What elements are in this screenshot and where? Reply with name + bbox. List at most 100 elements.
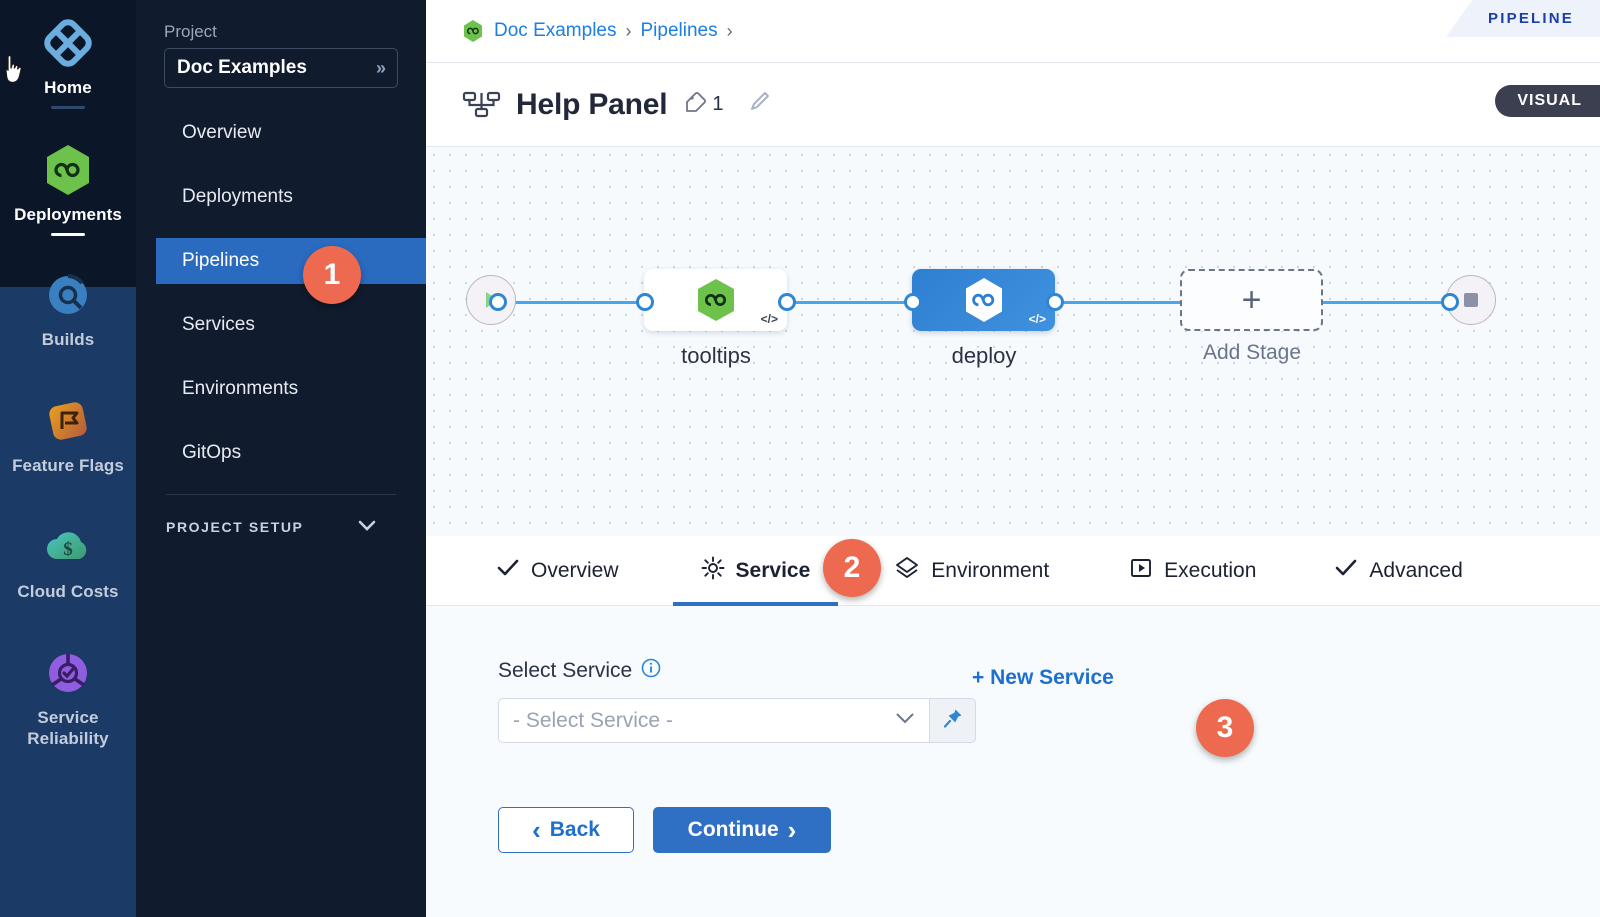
rail-item-service-reliability[interactable]: Service Reliability <box>0 602 136 749</box>
cloud-costs-icon: $ <box>41 520 95 574</box>
sidebar-item-label: Overview <box>182 122 262 143</box>
select-service-dropdown[interactable]: - Select Service - <box>498 698 930 743</box>
rail-lower-background <box>0 287 136 917</box>
connector-wire <box>784 301 916 304</box>
tab-advanced[interactable]: Advanced <box>1334 536 1463 606</box>
select-service-label: Select Service <box>498 659 633 682</box>
module-rail: Home Deployments Build <box>0 0 136 917</box>
continue-button[interactable]: Continue › <box>653 807 831 853</box>
pipeline-studio-tab-label: PIPELINE <box>1488 10 1574 27</box>
select-service-label-row: Select Service <box>498 658 1600 684</box>
tab-service[interactable]: Service <box>672 536 838 606</box>
gear-icon <box>701 556 725 586</box>
breadcrumb-item-doc-examples[interactable]: Doc Examples <box>494 20 617 41</box>
code-view-icon[interactable]: </> <box>760 312 778 326</box>
pin-icon <box>942 707 964 734</box>
sidebar-item-label: Pipelines <box>182 250 260 271</box>
pipeline-end-node[interactable] <box>1446 275 1496 325</box>
sidebar-item-label: Deployments <box>182 186 293 207</box>
connector-port[interactable] <box>1441 293 1459 311</box>
rail-item-label: Builds <box>41 330 95 349</box>
tab-label: Execution <box>1164 558 1257 582</box>
tab-label: Advanced <box>1369 558 1463 582</box>
page-title: Help Panel <box>516 87 668 121</box>
info-icon[interactable] <box>641 658 661 684</box>
sidebar-item-services[interactable]: Services <box>136 302 426 348</box>
sidebar-item-deployments[interactable]: Deployments <box>136 174 426 220</box>
rail-item-deployments[interactable]: Deployments <box>0 109 136 236</box>
chevron-down-icon <box>895 712 915 730</box>
plus-icon: + <box>1241 280 1262 319</box>
tab-overview[interactable]: Overview <box>496 536 619 606</box>
sidebar-item-environments[interactable]: Environments <box>136 366 426 412</box>
main-content: Doc Examples › Pipelines › PIPELINE Hel <box>426 0 1600 917</box>
pipeline-canvas[interactable]: </> tooltips </> deploy + Add Stage <box>426 146 1600 536</box>
add-stage-label: Add Stage <box>1202 341 1302 364</box>
rail-item-label: Home <box>44 78 92 97</box>
tab-label: Overview <box>531 558 619 582</box>
edit-pencil-icon[interactable] <box>746 89 772 120</box>
tags-indicator[interactable]: 1 <box>684 90 724 119</box>
sidebar-item-pipelines[interactable]: Pipelines <box>156 238 426 284</box>
sidebar-item-label: Environments <box>182 378 299 399</box>
rail-item-cloud-costs[interactable]: $ Cloud Costs <box>0 476 136 602</box>
chevron-left-icon: ‹ <box>532 814 541 845</box>
connector-port[interactable] <box>904 293 922 311</box>
connector-port[interactable] <box>489 293 507 311</box>
rail-item-label: Cloud Costs <box>17 582 119 601</box>
page-header: Help Panel 1 VISUAL <box>426 62 1600 146</box>
rail-item-feature-flags[interactable]: Feature Flags <box>0 350 136 476</box>
step-actions: ‹ Back Continue › <box>498 807 1600 853</box>
service-reliability-icon <box>41 646 95 700</box>
project-setup-section[interactable]: PROJECT SETUP <box>136 495 426 535</box>
breadcrumb: Doc Examples › Pipelines › PIPELINE <box>426 0 1600 62</box>
feature-flags-icon <box>41 394 95 448</box>
check-icon <box>1334 558 1358 584</box>
connector-wire <box>1319 301 1459 304</box>
rail-item-label: Service Reliability <box>27 708 109 748</box>
rail-item-label: Feature Flags <box>12 456 124 475</box>
chevron-right-icon: › <box>787 814 797 845</box>
tab-execution[interactable]: Execution <box>1129 536 1256 606</box>
code-view-icon[interactable]: </> <box>1028 312 1046 326</box>
rail-item-builds[interactable]: Builds <box>0 236 136 350</box>
play-box-icon <box>1129 557 1153 585</box>
layers-icon <box>894 555 920 587</box>
connector-port[interactable] <box>636 293 654 311</box>
tag-count: 1 <box>712 93 724 115</box>
chevron-down-icon <box>358 519 376 535</box>
sidebar-item-overview[interactable]: Overview <box>136 110 426 156</box>
project-sidebar: Project Doc Examples » Overview Deployme… <box>136 0 426 917</box>
pipeline-graph-icon <box>462 88 502 122</box>
svg-text:$: $ <box>63 539 73 560</box>
select-service-row: - Select Service - <box>498 698 1600 743</box>
tab-label: Environment <box>931 558 1050 582</box>
rail-item-label: Deployments <box>14 205 122 224</box>
continue-button-label: Continue <box>687 818 779 841</box>
add-stage-button[interactable]: + <box>1180 269 1323 331</box>
pin-service-button[interactable] <box>930 698 976 743</box>
rail-item-home[interactable]: Home <box>0 0 136 109</box>
sidebar-item-gitops[interactable]: GitOps <box>136 430 426 476</box>
tab-environment[interactable]: Environment <box>894 536 1049 606</box>
connector-wire <box>498 301 666 304</box>
breadcrumb-separator: › <box>726 20 733 41</box>
back-button[interactable]: ‹ Back <box>498 807 634 853</box>
tag-icon <box>684 90 708 119</box>
pipeline-stage-deploy[interactable]: </> <box>912 269 1055 331</box>
builds-icon <box>41 268 95 322</box>
new-service-link[interactable]: + New Service <box>972 666 1114 689</box>
deployments-infinity-icon <box>41 143 95 197</box>
pipeline-stage-tooltips[interactable]: </> <box>644 269 787 331</box>
project-nav-list: Overview Deployments Pipelines Services … <box>136 110 426 476</box>
visual-mode-badge[interactable]: VISUAL <box>1495 85 1600 117</box>
pipeline-studio-tab[interactable]: PIPELINE <box>1446 0 1600 37</box>
connector-port[interactable] <box>1046 293 1064 311</box>
connector-port[interactable] <box>778 293 796 311</box>
breadcrumb-item-pipelines[interactable]: Pipelines <box>640 20 718 41</box>
project-selector[interactable]: Doc Examples » <box>164 48 398 88</box>
callout-badge-3: 3 <box>1196 699 1254 757</box>
home-diamond-icon <box>41 16 95 70</box>
rail-active-underline <box>51 106 85 109</box>
connector-wire <box>1054 301 1182 304</box>
